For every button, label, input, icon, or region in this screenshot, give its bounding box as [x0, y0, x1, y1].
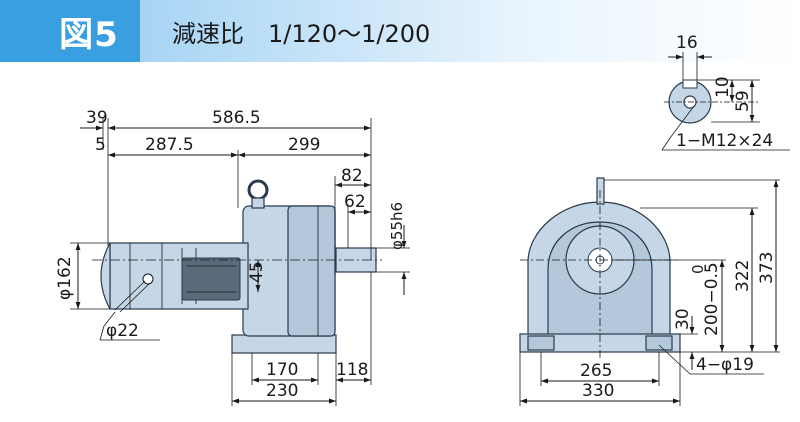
dim-118: 118: [336, 360, 368, 380]
dim-shaft-diameter: φ55h6: [388, 202, 406, 250]
dim-45: 45: [247, 261, 267, 283]
dim-motor-diameter: φ162: [55, 256, 75, 300]
dim-265: 265: [580, 361, 612, 381]
dim-tapped-hole: 1−M12×24: [676, 131, 773, 151]
dim-322: 322: [733, 260, 753, 292]
foot-right: [645, 335, 673, 351]
front-view: 373 322 0 200−0.5 30 265 330 4−φ19: [519, 177, 780, 406]
terminal-box: [181, 257, 241, 301]
gearbox-output-section: [287, 205, 336, 337]
dim-373: 373: [757, 252, 777, 284]
side-view: 39 586.5 5 287.5 299 82 62 φ55h6 45: [55, 108, 410, 406]
dim-287-5: 287.5: [145, 135, 194, 155]
cable-gland: [142, 273, 154, 285]
dim-82: 82: [341, 166, 363, 186]
figure-title: 減速比 1/120～1/200: [172, 20, 431, 48]
dim-330: 330: [582, 381, 614, 401]
dim-tolerance-upper: 0: [689, 264, 707, 274]
dim-30: 30: [673, 308, 693, 330]
dim-586-5: 586.5: [212, 108, 261, 128]
dim-170: 170: [266, 360, 298, 380]
dim-key-width: 16: [676, 33, 698, 53]
eyebolt: [247, 179, 269, 201]
dim-200-tolerance: 200−0.5: [702, 262, 722, 336]
base-foot: [231, 334, 337, 354]
dim-62: 62: [344, 192, 366, 212]
keyway: [682, 79, 698, 89]
dim-39: 39: [86, 108, 108, 128]
foot-left: [527, 335, 555, 351]
shaft-detail: 16 10 59 1−M12×24: [661, 33, 790, 151]
dim-center-height: 59: [733, 90, 753, 112]
figure-header: 図5 減速比 1/120～1/200: [0, 0, 800, 62]
dim-mounting-holes: 4−φ19: [696, 355, 754, 375]
dim-cable-diameter: φ22: [106, 321, 139, 341]
motor-fan-cover: [100, 242, 111, 310]
dim-key-depth: 10: [713, 76, 733, 98]
dim-230: 230: [266, 381, 298, 401]
dim-5: 5: [95, 135, 106, 155]
top-eyebolt: [596, 177, 605, 205]
dim-299: 299: [288, 135, 320, 155]
figure-number: 図5: [59, 14, 119, 55]
eyebolt-base: [251, 197, 265, 209]
